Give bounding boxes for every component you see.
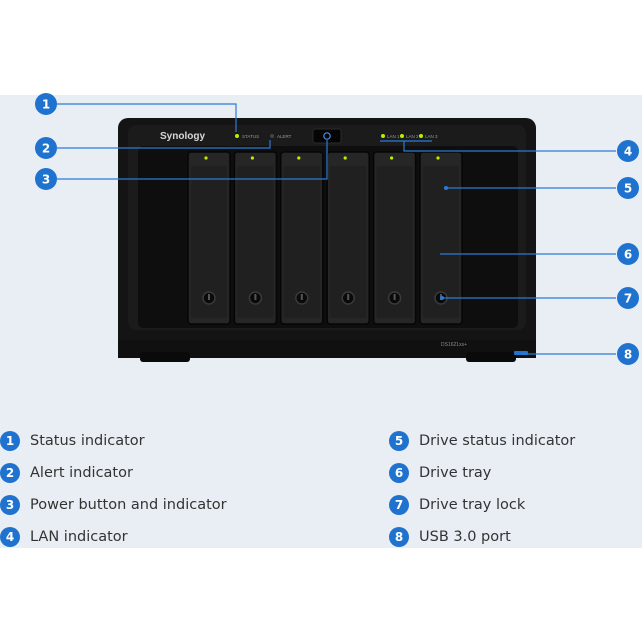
power-icon: [323, 132, 331, 140]
alert-led-label: ALERT: [277, 134, 292, 139]
legend-item-6: 6 Drive tray: [389, 462, 491, 484]
drive-status-led: [343, 156, 347, 160]
leader-line-3: [57, 140, 328, 180]
legend-number-1: 1: [0, 431, 20, 451]
legend-number-7: 7: [389, 495, 409, 515]
leader-dot-5: [444, 186, 448, 190]
legend-label-5: Drive status indicator: [419, 433, 576, 449]
lan1-led-label: LAN 1: [387, 134, 400, 139]
legend-label-4: LAN indicator: [30, 529, 128, 545]
lan1-led: [381, 134, 385, 138]
legend-number-8: 8: [389, 527, 409, 547]
legend-item-3: 3 Power button and indicator: [0, 494, 227, 516]
drive-tray[interactable]: [372, 151, 417, 325]
model-label: DS1621xs+: [441, 342, 467, 348]
legend-item-7: 7 Drive tray lock: [389, 494, 525, 516]
drive-tray[interactable]: [326, 151, 370, 325]
drive-status-led: [297, 156, 301, 160]
drive-tray[interactable]: [419, 151, 463, 325]
alert-led: [270, 134, 274, 138]
leader-dot-7: [440, 296, 444, 300]
legend-item-8: 8 USB 3.0 port: [389, 526, 511, 548]
leader-line-2: [57, 140, 271, 149]
legend-item-5: 5 Drive status indicator: [389, 430, 575, 452]
callout-7: 7: [617, 287, 639, 309]
svg-text:3: 3: [42, 173, 50, 187]
leader-line-4: [403, 141, 616, 152]
svg-text:6: 6: [624, 248, 632, 262]
drive-bays: [187, 151, 463, 325]
svg-text:8: 8: [624, 348, 632, 362]
drive-status-led: [204, 156, 208, 160]
lan3-led: [419, 134, 423, 138]
legend-number-3: 3: [0, 495, 20, 515]
legend-label-6: Drive tray: [419, 465, 492, 481]
callout-4: 4: [617, 140, 639, 162]
lan2-led: [400, 134, 404, 138]
callout-5: 5: [617, 177, 639, 199]
legend-number-2: 2: [0, 463, 20, 483]
callout-1: 1: [35, 93, 57, 115]
drive-tray[interactable]: [280, 151, 324, 325]
status-led: [235, 134, 239, 138]
drive-status-led: [436, 156, 440, 160]
callout-6: 6: [617, 243, 639, 265]
svg-text:2: 2: [42, 142, 50, 156]
callout-8: 8: [617, 343, 639, 365]
callout-leader-lines: [57, 103, 616, 355]
drive-tray[interactable]: [187, 151, 231, 325]
callout-2: 2: [35, 137, 57, 159]
legend-label-3: Power button and indicator: [30, 497, 227, 513]
legend-item-1: 1 Status indicator: [0, 430, 145, 452]
legend-label-8: USB 3.0 port: [419, 529, 511, 545]
legend-item-2: 2 Alert indicator: [0, 462, 133, 484]
front-leds: STATUS ALERT LAN 1 LAN 2 LAN 3: [235, 134, 438, 139]
drive-status-led: [390, 156, 394, 160]
legend-number-4: 4: [0, 527, 20, 547]
legend-label-7: Drive tray lock: [419, 497, 526, 513]
legend-label-2: Alert indicator: [30, 465, 133, 481]
leader-line-1: [57, 103, 237, 132]
drive-tray[interactable]: [233, 151, 278, 325]
brand-logo: Synology: [160, 131, 205, 142]
svg-text:4: 4: [624, 145, 632, 159]
svg-text:7: 7: [624, 292, 632, 306]
drive-status-led: [250, 156, 254, 160]
lan3-led-label: LAN 3: [425, 134, 438, 139]
lan2-led-label: LAN 2: [406, 134, 419, 139]
legend-number-5: 5: [389, 431, 409, 451]
svg-text:1: 1: [42, 98, 50, 112]
legend-number-6: 6: [389, 463, 409, 483]
svg-text:5: 5: [624, 182, 632, 196]
legend: 1 Status indicator 2 Alert indicator 3 P…: [0, 426, 642, 556]
status-led-label: STATUS: [242, 134, 259, 139]
callout-3: 3: [35, 168, 57, 190]
legend-item-4: 4 LAN indicator: [0, 526, 128, 548]
legend-label-1: Status indicator: [30, 433, 145, 449]
